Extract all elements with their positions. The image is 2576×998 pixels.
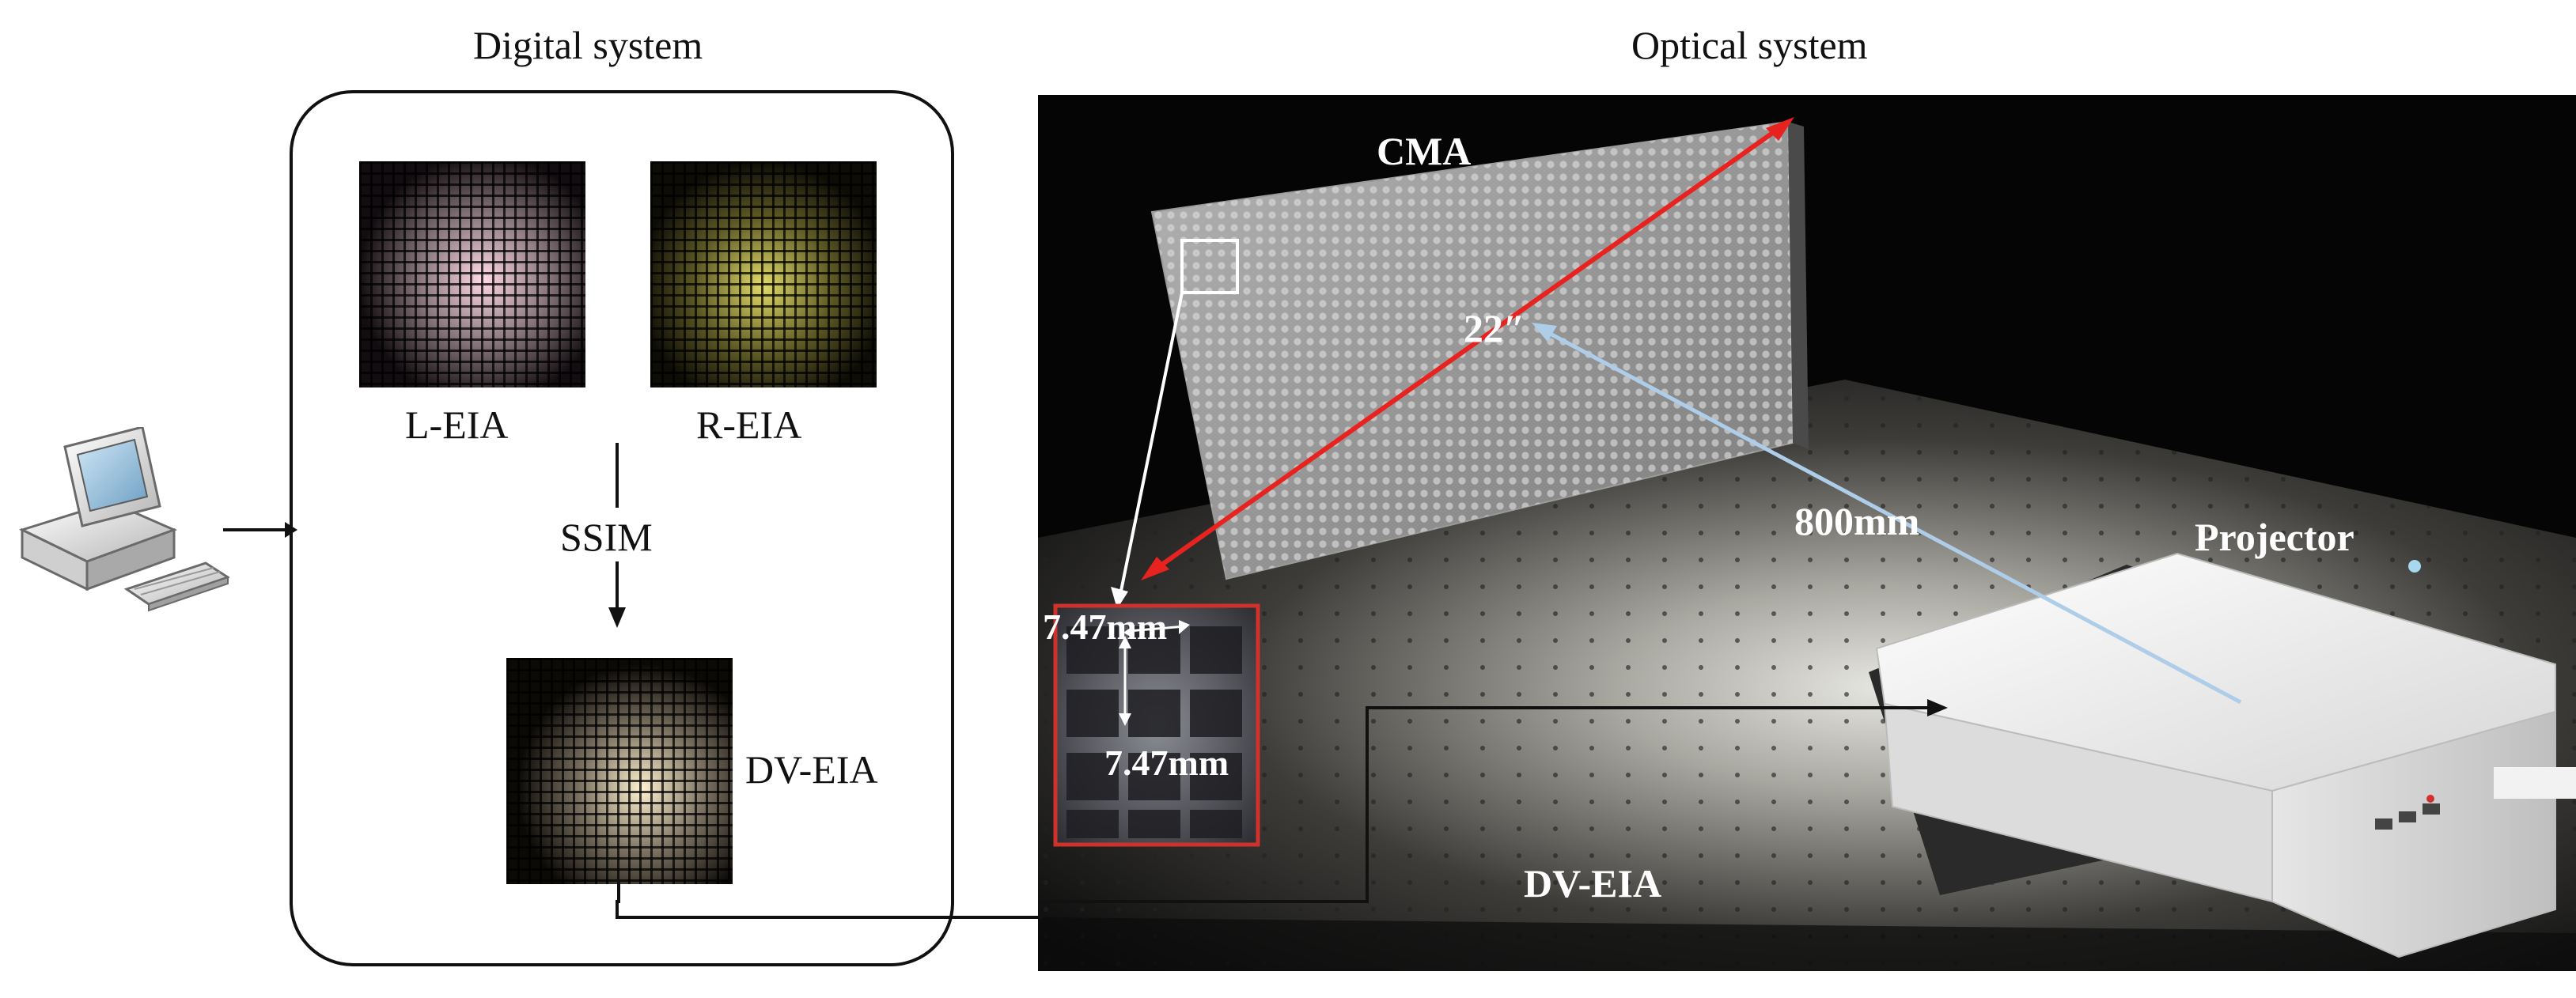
- cma-selection-box: [1180, 239, 1239, 294]
- projector-shape: [1869, 552, 2576, 958]
- dv-eia-output-line: [616, 879, 1043, 919]
- ssim-label: SSIM: [560, 515, 653, 559]
- right-eia-image: [650, 161, 877, 387]
- distance-arrow: [1543, 328, 2242, 705]
- ssim-arrow: [608, 443, 626, 628]
- optical-scene: [1038, 95, 2576, 971]
- optical-system-photo: CMA 22″ 800mm Projector 7.47mm 7.47mm DV…: [1038, 95, 2576, 971]
- digital-system-title: Digital system: [473, 23, 703, 67]
- left-eia-image: [359, 161, 585, 387]
- right-eia-label: R-EIA: [696, 403, 802, 447]
- output-eia-image: [506, 658, 733, 884]
- pitch-bottom-label: 7.47mm: [1104, 743, 1229, 783]
- diagonal-size-label: 22″: [1464, 306, 1525, 350]
- computer-icon: [18, 427, 229, 612]
- projector-input-label: DV-EIA: [1524, 861, 1662, 905]
- distance-label: 800mm: [1794, 499, 1920, 543]
- pitch-top-label: 7.47mm: [1043, 607, 1168, 647]
- pitch-inset: [1053, 603, 1260, 847]
- output-eia-label: DV-EIA: [745, 747, 878, 792]
- left-eia-label: L-EIA: [405, 403, 509, 447]
- diagonal-arrow: [1154, 124, 1783, 572]
- optical-system-title: Optical system: [1631, 23, 1868, 67]
- projector-label: Projector: [2195, 515, 2354, 559]
- cma-label: CMA: [1377, 129, 1472, 173]
- dv-eia-input-line: [1038, 706, 1932, 903]
- input-arrow: [223, 522, 297, 538]
